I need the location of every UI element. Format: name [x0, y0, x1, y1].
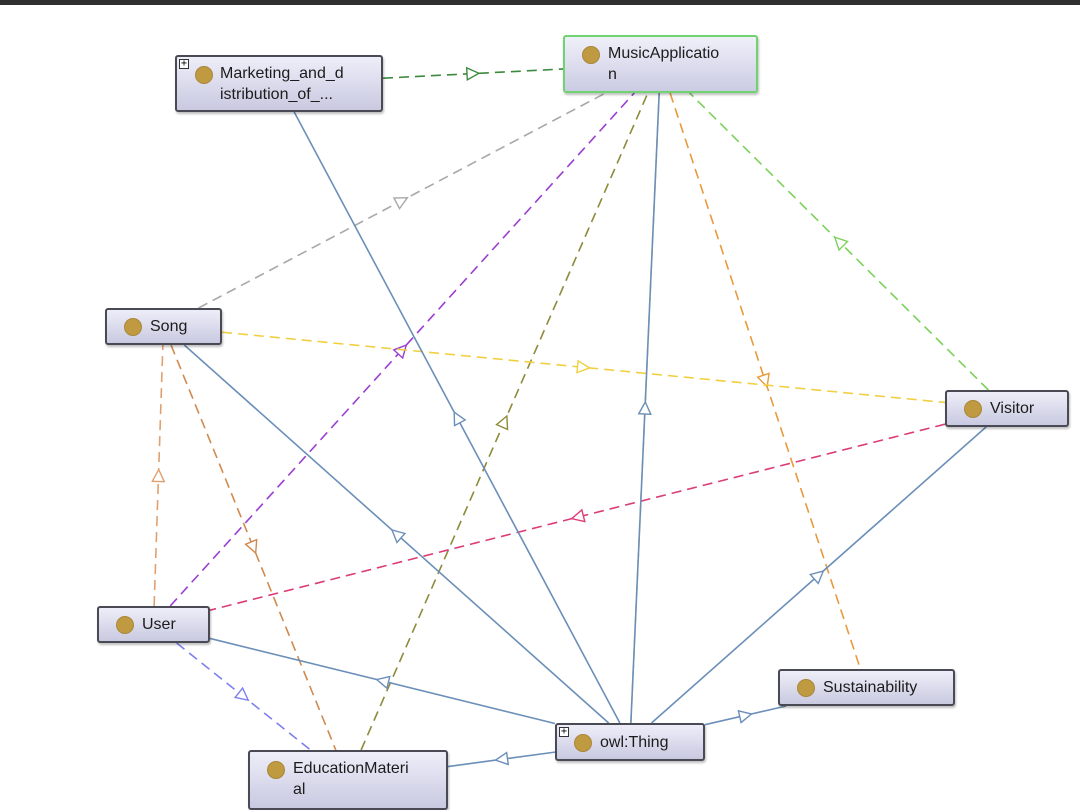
node-label: Marketing_and_d istribution_of_... — [220, 65, 344, 103]
node-music-application[interactable]: MusicApplicatio n — [563, 35, 758, 93]
expand-icon[interactable]: + — [559, 726, 569, 737]
edge-song-visitor — [221, 331, 946, 404]
edge-arrowhead — [809, 569, 825, 585]
edge-arrowhead — [233, 686, 250, 702]
class-circle-icon — [267, 761, 285, 779]
edge-arrowhead — [392, 343, 408, 360]
edge-arrowhead — [570, 508, 586, 523]
node-label: Sustainability — [823, 679, 918, 696]
edge-visitor-user — [209, 423, 946, 611]
edge-arrowhead — [756, 372, 770, 389]
window-top-bar — [0, 0, 1080, 5]
edge-arrowhead — [465, 66, 481, 82]
node-label: Visitor — [990, 400, 1035, 417]
class-circle-icon — [195, 66, 213, 84]
class-circle-icon — [116, 616, 134, 634]
edge-arrowhead — [495, 414, 509, 431]
node-sustainability[interactable]: Sustainability — [778, 669, 955, 706]
edge-arrowhead — [375, 675, 391, 690]
edge-song-education — [170, 344, 337, 751]
edge-arrowhead — [737, 709, 753, 724]
node-owl-thing[interactable]: + owl:Thing — [555, 723, 705, 761]
class-circle-icon — [964, 400, 982, 418]
edge-arrowhead — [390, 528, 407, 544]
node-marketing-and-distribution[interactable]: + Marketing_and_d istribution_of_... — [175, 55, 383, 112]
edge-arrowhead — [637, 400, 652, 416]
node-education-material[interactable]: EducationMateri al — [248, 750, 448, 810]
class-circle-icon — [797, 679, 815, 697]
edge-music-sustainability — [669, 92, 862, 670]
expand-icon[interactable]: + — [179, 58, 189, 69]
node-label: EducationMateri al — [293, 760, 409, 798]
class-circle-icon — [574, 734, 592, 752]
node-user[interactable]: User — [97, 606, 210, 643]
edge-arrowhead — [392, 196, 409, 210]
edge-arrowhead — [151, 467, 166, 483]
node-song[interactable]: Song — [105, 308, 222, 345]
class-circle-icon — [124, 318, 142, 336]
node-visitor[interactable]: Visitor — [945, 390, 1069, 427]
node-label: MusicApplicatio n — [608, 45, 720, 83]
node-label: owl:Thing — [600, 734, 669, 751]
edge-arrowhead — [576, 359, 592, 374]
edge-arrowhead — [833, 236, 849, 252]
edge-arrowhead — [244, 538, 258, 555]
node-label: User — [142, 616, 176, 633]
node-label: Song — [150, 318, 188, 335]
edge-marketing-music — [382, 68, 564, 79]
edge-arrowhead — [494, 751, 510, 766]
edge-arrowhead — [453, 410, 467, 427]
class-circle-icon — [582, 46, 600, 64]
